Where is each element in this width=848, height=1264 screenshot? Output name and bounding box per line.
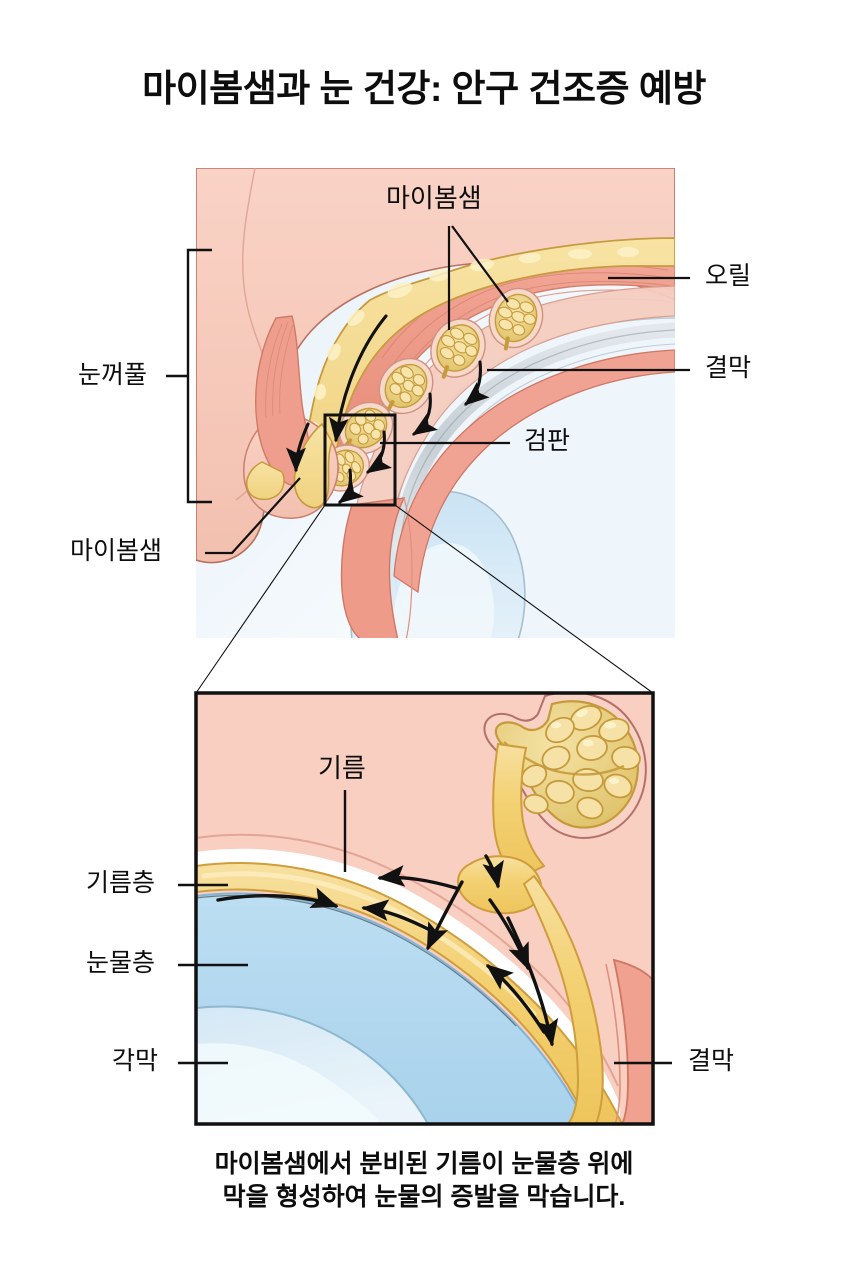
- caption: 마이봄샘에서 분비된 기름이 눈물층 위에 막을 형성하여 눈물의 증발을 막습…: [0, 1148, 848, 1214]
- caption-line-2: 막을 형성하여 눈물의 증발을 막습니다.: [222, 1183, 626, 1211]
- label-conjunctiva-upper: 결막: [705, 354, 752, 382]
- upper-leader-lines: [205, 225, 690, 555]
- eyelid-bracket: [166, 248, 212, 504]
- magnifier-connector-lines: [195, 504, 654, 694]
- upper-panel-artwork: [196, 168, 675, 638]
- label-cornea: 각막: [112, 1047, 159, 1075]
- label-meibomian-gland-top: 마이봄샘: [386, 183, 482, 213]
- lower-panel-artwork: [196, 693, 653, 1124]
- label-eyelid: 눈꺼풀: [78, 361, 148, 389]
- leader-meibomian-bottom: [205, 477, 301, 555]
- meibomian-gland-lower: [483, 693, 647, 839]
- label-tear-layer: 눈물층: [86, 949, 156, 977]
- label-conjunctiva-lower: 결막: [688, 1047, 735, 1075]
- detail-box: [323, 413, 397, 507]
- label-oil-layer: 기름층: [86, 869, 156, 897]
- label-meibomian-gland-bottom: 마이봄샘: [70, 537, 163, 565]
- upper-oil-flow-arrows: [286, 314, 490, 504]
- page-title: 마이봄샘과 눈 건강: 안구 건조증 예방: [142, 68, 706, 109]
- label-oil: 기름: [318, 753, 366, 783]
- label-tarsal-plate: 검판: [524, 427, 571, 455]
- upper-panel-bounds: [196, 168, 675, 638]
- lower-oil-flow-arrows: [216, 854, 559, 1047]
- meibomian-gland-cluster-upper: [318, 287, 544, 492]
- leader-meibomian-top-b: [451, 225, 509, 303]
- lower-leader-lines: [178, 790, 672, 1065]
- caption-line-1: 마이봄샘에서 분비된 기름이 눈물층 위에: [214, 1150, 634, 1178]
- label-muscle: 오릴: [705, 262, 752, 290]
- lower-panel-border: [194, 691, 655, 1126]
